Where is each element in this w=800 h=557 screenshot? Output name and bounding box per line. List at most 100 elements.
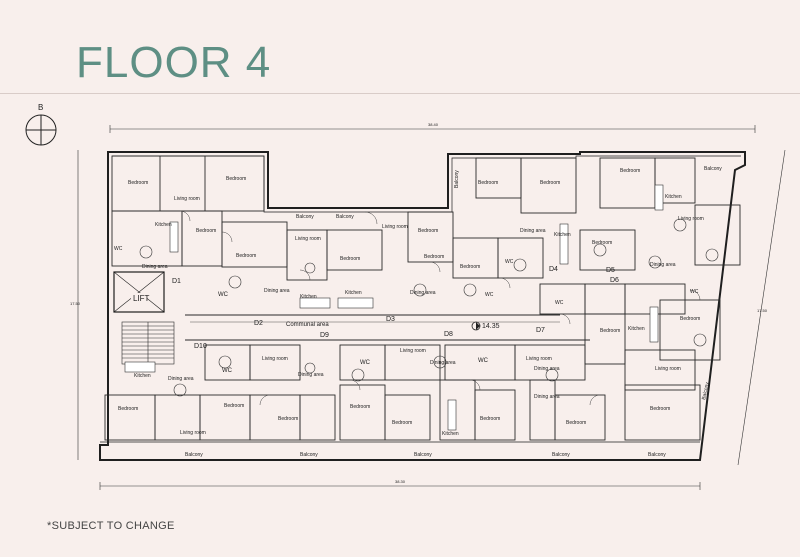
room-label: WC bbox=[222, 368, 233, 374]
room-label: Bedroom bbox=[680, 316, 700, 322]
room-label: WC bbox=[478, 358, 489, 364]
room-label: Balcony bbox=[300, 452, 318, 458]
room-label: Balcony bbox=[185, 452, 203, 458]
door-tag: D9 bbox=[320, 332, 329, 339]
room-label: Bedroom bbox=[424, 254, 444, 260]
room-label: Dining area bbox=[430, 360, 456, 366]
room-label: Living room bbox=[180, 430, 206, 436]
room-label: Dining area bbox=[534, 394, 560, 400]
interior-walls bbox=[104, 155, 741, 441]
room-label: Dining area bbox=[298, 372, 324, 378]
room-label: Bedroom bbox=[224, 403, 244, 409]
stairs-icon bbox=[121, 321, 175, 365]
door-tags: D1 D2 D3 D4 D5 D6 D7 D8 D9 D10 bbox=[172, 266, 619, 350]
dimension-bottom: 38.30 bbox=[395, 479, 406, 484]
door-tag: D7 bbox=[536, 327, 545, 334]
corridor bbox=[185, 314, 590, 341]
room-label: Dining area bbox=[264, 288, 290, 294]
room-label: WC bbox=[218, 292, 229, 298]
dimension-top: 38.40 bbox=[428, 122, 439, 127]
room-label: Kitchen bbox=[300, 294, 317, 300]
room-label: Kitchen bbox=[155, 222, 172, 228]
room-label: Bedroom bbox=[478, 180, 498, 186]
tables bbox=[139, 218, 719, 397]
room-label: Living room bbox=[295, 236, 321, 242]
room-label: Living room bbox=[174, 196, 200, 202]
room-label: Bedroom bbox=[460, 264, 480, 270]
room-labels: Bedroom Bedroom Living room Kitchen Bedr… bbox=[114, 166, 722, 437]
door-tag: D6 bbox=[610, 277, 619, 284]
door-tag: D2 bbox=[254, 320, 263, 327]
room-label: Balcony bbox=[704, 166, 722, 172]
room-label: Bedroom bbox=[196, 228, 216, 234]
door-swings bbox=[179, 210, 701, 406]
room-label: Bedroom bbox=[278, 416, 298, 422]
room-label: WC bbox=[690, 289, 699, 295]
room-label: Bedroom bbox=[350, 404, 370, 410]
room-label: WC bbox=[360, 360, 371, 366]
room-label: Bedroom bbox=[128, 180, 148, 186]
level-label: 14.35 bbox=[482, 323, 500, 330]
door-tag: D3 bbox=[386, 316, 395, 323]
room-label: Kitchen bbox=[665, 194, 682, 200]
door-tag: D5 bbox=[606, 267, 615, 274]
room-label: Bedroom bbox=[480, 416, 500, 422]
room-label: WC bbox=[114, 246, 123, 252]
room-label: Living room bbox=[262, 356, 288, 362]
dimension-left: 17.50 bbox=[70, 301, 81, 306]
room-label: Bedroom bbox=[566, 420, 586, 426]
room-label: Kitchen bbox=[134, 373, 151, 379]
door-tag: D8 bbox=[444, 331, 453, 338]
room-label: Bedroom bbox=[226, 176, 246, 182]
door-tag: D1 bbox=[172, 278, 181, 285]
room-label: Living room bbox=[678, 216, 704, 222]
room-label: WC bbox=[485, 292, 494, 298]
counters bbox=[124, 184, 664, 431]
room-label: Kitchen bbox=[442, 431, 459, 437]
lift-label: LIFT bbox=[133, 294, 150, 303]
room-label: Bedroom bbox=[540, 180, 560, 186]
compass-icon: B bbox=[25, 103, 57, 146]
room-label: Living room bbox=[382, 224, 408, 230]
room-label: WC bbox=[505, 259, 514, 265]
room-label: WC bbox=[555, 300, 564, 306]
room-label: Dining area bbox=[142, 264, 168, 270]
lift-icon bbox=[113, 271, 165, 313]
room-label: Bedroom bbox=[392, 420, 412, 426]
balcony-labels: Balcony Balcony Balcony Balcony Balcony … bbox=[185, 170, 711, 458]
room-label: Balcony bbox=[296, 214, 314, 220]
room-label: Balcony bbox=[336, 214, 354, 220]
room-label: Bedroom bbox=[340, 256, 360, 262]
door-tag: D4 bbox=[549, 266, 558, 273]
room-label: Living room bbox=[526, 356, 552, 362]
subject-to-change-note: *SUBJECT TO CHANGE bbox=[47, 520, 175, 532]
room-label: Balcony bbox=[454, 170, 460, 188]
room-label: Dining area bbox=[168, 376, 194, 382]
room-label: Balcony bbox=[552, 452, 570, 458]
wc-labels: WC WC WC WC bbox=[218, 292, 489, 374]
room-label: Balcony bbox=[648, 452, 666, 458]
room-label: Kitchen bbox=[554, 232, 571, 238]
door-tag: D10 bbox=[194, 343, 207, 350]
header-divider bbox=[0, 93, 800, 94]
room-label: Bedroom bbox=[236, 253, 256, 259]
dimension-right: 17.50 bbox=[757, 308, 768, 313]
page-title: FLOOR 4 bbox=[76, 38, 272, 87]
dimension-lines bbox=[77, 125, 786, 490]
room-label: Balcony bbox=[701, 381, 711, 400]
corridor-label: Communal area bbox=[286, 322, 329, 328]
room-label: Living room bbox=[655, 366, 681, 372]
room-label: Kitchen bbox=[345, 290, 362, 296]
room-label: Bedroom bbox=[592, 240, 612, 246]
room-label: Bedroom bbox=[650, 406, 670, 412]
room-label: Kitchen bbox=[628, 326, 645, 332]
compass-label: B bbox=[38, 103, 43, 112]
room-label: Dining area bbox=[534, 366, 560, 372]
room-label: Bedroom bbox=[118, 406, 138, 412]
room-label: Dining area bbox=[410, 290, 436, 296]
room-label: Living room bbox=[400, 348, 426, 354]
room-label: Dining area bbox=[520, 228, 546, 234]
room-label: Bedroom bbox=[620, 168, 640, 174]
room-label: Bedroom bbox=[418, 228, 438, 234]
